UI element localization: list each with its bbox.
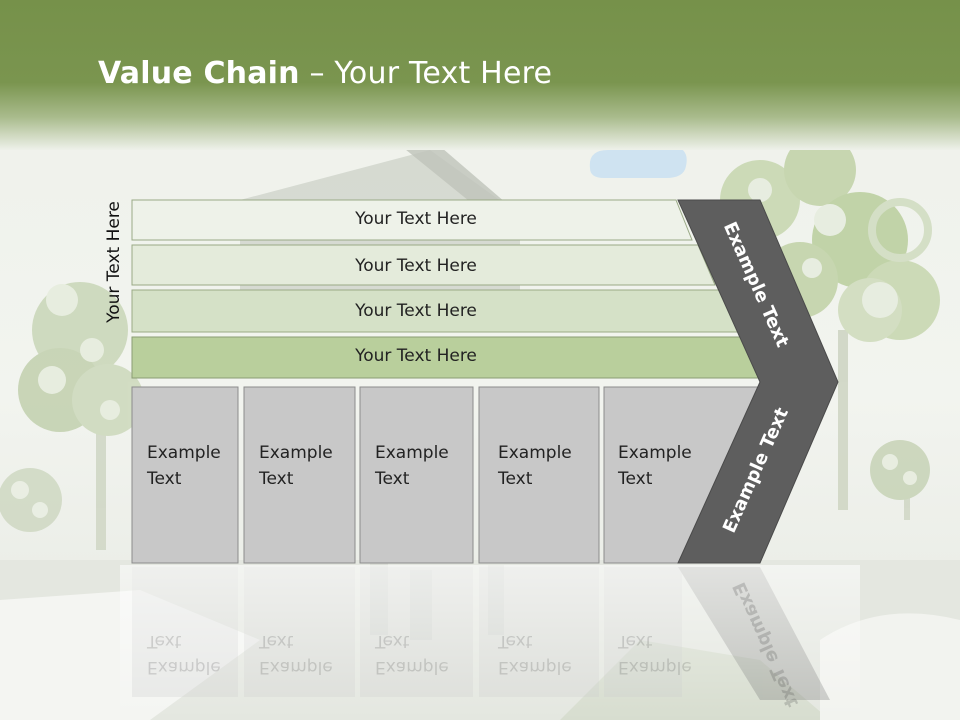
box-4 [478, 386, 600, 564]
box-3-line2: Text [375, 469, 410, 489]
chevron-arrow [677, 199, 839, 564]
box-4-reflection-line1: Example [498, 657, 572, 677]
box-2-reflection-line2: Text [259, 631, 294, 651]
bar-1-label: Your Text Here [355, 209, 477, 229]
box-5-reflection-line2: Text [618, 631, 653, 651]
bar-2-label: Your Text Here [355, 256, 477, 276]
title-rest: – Your Text Here [299, 56, 553, 91]
box-4-reflection: Example Text [498, 628, 572, 680]
box-3-reflection-line1: Example [375, 657, 449, 677]
box-2-reflection: Example Text [259, 628, 333, 680]
box-3-line1: Example [375, 443, 449, 463]
box-2-line1: Example [259, 443, 333, 463]
title-strong: Value Chain [98, 56, 300, 91]
box-1 [131, 386, 239, 564]
bar-1 [131, 199, 693, 241]
box-3-reflection: Example Text [375, 628, 449, 680]
box-3 [359, 386, 474, 564]
bar-4-label: Your Text Here [355, 346, 477, 366]
slide-title: Value Chain – Your Text Here [98, 56, 552, 91]
box-1-reflection: Example Text [147, 628, 221, 680]
box-5-line1: Example [618, 443, 692, 463]
box-3-reflection-line2: Text [375, 631, 410, 651]
box-4-line1: Example [498, 443, 572, 463]
box-2-line2: Text [259, 469, 294, 489]
box-5-reflection-line1: Example [618, 657, 692, 677]
box-2 [243, 386, 356, 564]
box-2-reflection-line1: Example [259, 657, 333, 677]
bar-3-label: Your Text Here [355, 301, 477, 321]
box-1-line2: Text [147, 469, 182, 489]
bar-2 [131, 244, 716, 286]
box-4-line2: Text [498, 469, 533, 489]
box-4-reflection-line2: Text [498, 631, 533, 651]
header-band [0, 0, 960, 150]
box-1-reflection-line2: Text [147, 631, 182, 651]
box-1-line1: Example [147, 443, 221, 463]
box-5-reflection: Example Text [618, 628, 692, 680]
box-1-reflection-line1: Example [147, 657, 221, 677]
box-5-line2: Text [618, 469, 653, 489]
